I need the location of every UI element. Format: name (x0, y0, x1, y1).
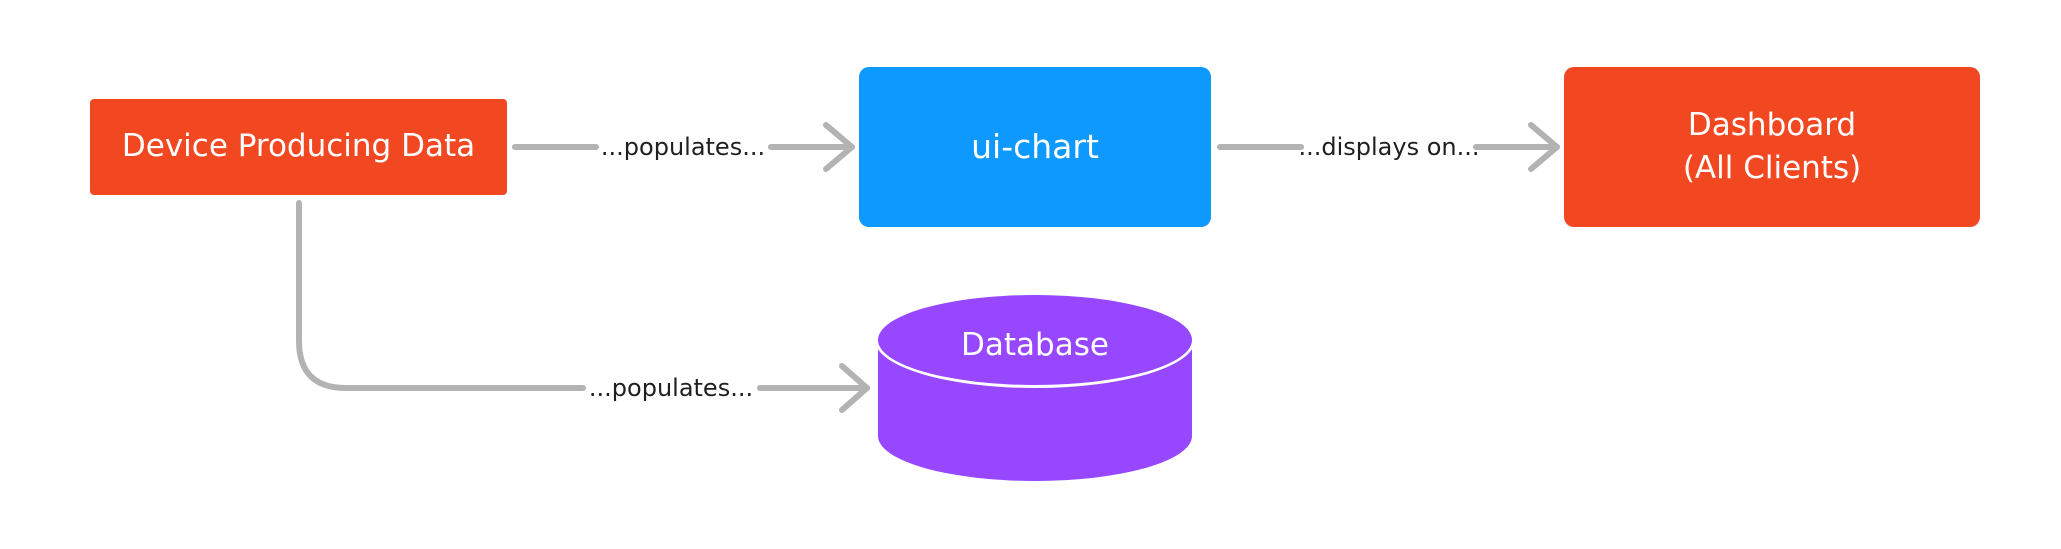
edge-label-chart-to-dashboard: ...displays on... (1298, 133, 1480, 161)
database-node-label: Database (961, 327, 1109, 363)
dashboard-node-label-line1: Dashboard (1687, 106, 1857, 143)
arrowhead-icon (823, 122, 855, 172)
edge-label-device-to-chart: ...populates... (600, 133, 766, 161)
connector-device-to-chart (512, 122, 855, 172)
connector-chart-to-dashboard (1217, 122, 1560, 172)
dashboard-node[interactable]: Dashboard (All Clients) (1564, 67, 1980, 227)
dashboard-node-label-line2: (All Clients) (1682, 150, 1862, 186)
arrowhead-icon (1528, 122, 1560, 172)
arrowhead-icon (839, 363, 870, 413)
connector-device-to-database (296, 200, 870, 413)
ui-chart-node-label: ui-chart (971, 126, 1099, 166)
device-node-label: Device Producing Data (121, 128, 476, 165)
database-cylinder-icon (875, 292, 1195, 481)
device-node[interactable]: Device Producing Data (90, 99, 507, 195)
ui-chart-node[interactable]: ui-chart (859, 67, 1211, 227)
edge-label-device-to-database: ...populates... (588, 374, 754, 402)
